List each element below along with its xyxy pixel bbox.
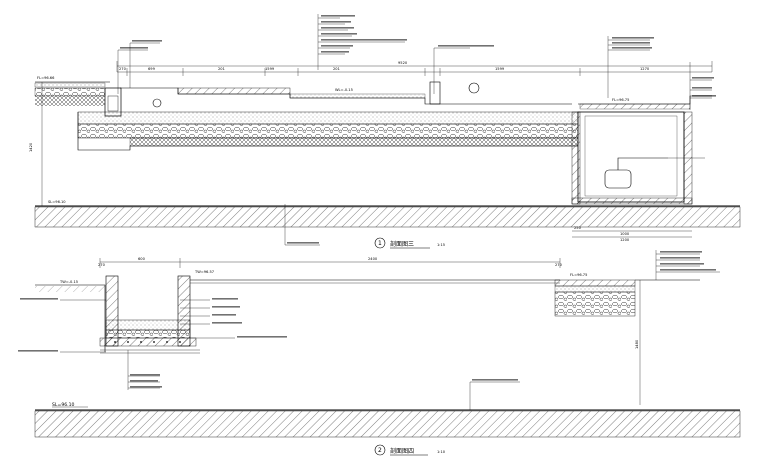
dim-right-lower-b: 1000 (620, 232, 630, 236)
elev-bottom-1: SL=96.10 (48, 200, 66, 204)
section-2-title: 剖面图四 (390, 447, 414, 455)
dim-right-lower-a: 250 (574, 226, 582, 230)
section-1-number: 1 (378, 240, 382, 247)
dim-right-small-2: 270 (555, 263, 563, 267)
dim-right-height-2: 1480 (635, 339, 639, 349)
elev-left-mid-2: TW=-0.15 (59, 280, 78, 284)
dim-seg-4: 1599 (265, 67, 275, 71)
section-2-number: 2 (378, 447, 382, 454)
elev-right-2: FL=96.75 (570, 273, 587, 277)
dim-left-small-2: 270 (98, 263, 106, 267)
elev-top-left-1: FL=96.66 (37, 76, 55, 80)
dim-seg-6: 1599 (495, 67, 505, 71)
dim-seg-1: 270 (119, 67, 127, 71)
dim-seg-3: 201 (218, 67, 225, 71)
dim-seg-2: 699 (148, 67, 156, 71)
dim-top-total-1: 9520 (398, 61, 408, 65)
dim-right-lower-c: 1200 (620, 238, 630, 242)
section-2-scale: 1:10 (437, 450, 446, 454)
elev-bottom-2: SL=96.10 (52, 402, 75, 408)
dim-top-total-2: 2400 (368, 257, 378, 261)
elev-left-top-2: TW=96.57 (194, 270, 214, 274)
dim-seg-5: 201 (333, 67, 340, 71)
dim-seg-7: 1270 (640, 67, 650, 71)
section-1: 9520 270 699 201 1599 201 1599 1270 (29, 14, 741, 249)
dim-left-height-1: 1420 (29, 142, 33, 152)
section-1-title: 剖面图三 (390, 240, 414, 248)
section-2: 600 2400 270 270 TW=-0.15 TW=96.57 FL=96… (18, 250, 741, 456)
dim-top-left-2: 600 (138, 257, 146, 261)
elev-mid-1: WL=-0.15 (335, 88, 353, 92)
elev-right-1: FL=96.75 (612, 98, 629, 102)
section-1-scale: 1:15 (437, 243, 445, 247)
